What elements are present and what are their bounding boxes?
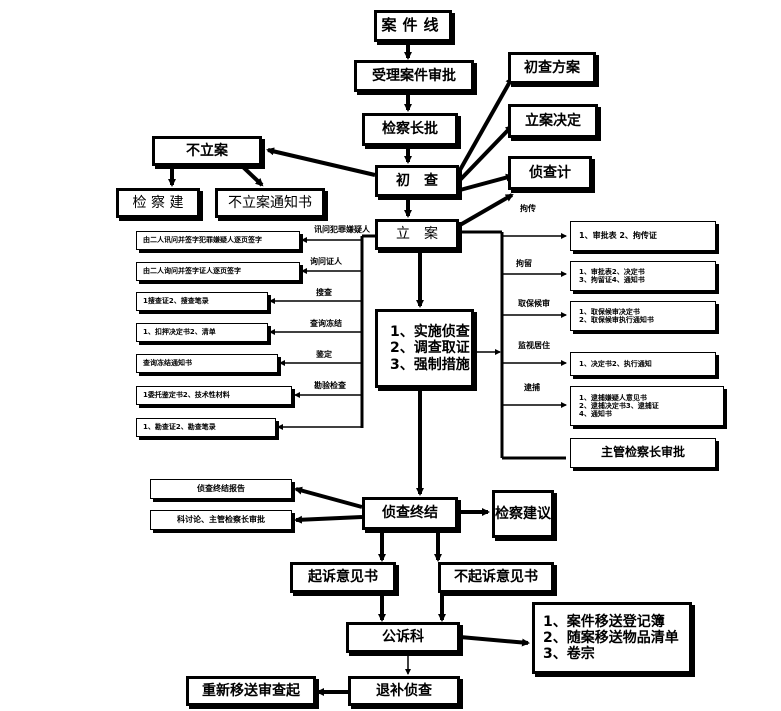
right-doc-line: 1、审批表2、决定书: [579, 267, 645, 276]
left-doc-box: 由二人讯问并签字犯罪嫌疑人逐页签字: [136, 231, 300, 250]
arrow-label: 勘验检查: [314, 381, 346, 390]
preliminary-plan-box: 初查方案: [508, 52, 596, 84]
left-doc-box: 由二人询问并签字证人逐页签字: [136, 262, 300, 281]
retransfer-box: 重新移送审查起: [186, 676, 316, 706]
implement-line: 1、实施侦查: [390, 324, 470, 341]
end-investigation-box: 侦查终结: [362, 497, 458, 530]
implement-line: 2、调查取证: [390, 340, 470, 357]
right-doc-line: 1、决定书2、执行通知: [579, 359, 652, 368]
supplementary-box: 退补侦查: [348, 676, 460, 706]
right-doc-box: 1、审批表 2、拘传证: [570, 221, 716, 251]
not-file-notice-box: 不立案通知书: [215, 188, 325, 218]
investigation-report-box: 侦查终结报告: [150, 479, 292, 499]
arrow-label: 取保候审: [518, 299, 550, 308]
arrow-label: 拘留: [516, 259, 532, 268]
procuratorial-suggestion-box: 检 察 建: [116, 188, 200, 218]
transfer-line: 3、卷宗: [543, 646, 595, 663]
arrow-label: 讯问犯罪嫌疑人: [314, 225, 370, 234]
left-doc-box: 1、扣押决定书2、清单: [136, 323, 268, 342]
arrow-label: 鉴定: [316, 350, 332, 359]
arrow-label: 搜查: [316, 288, 332, 297]
right-doc-line: 1、审批表 2、拘传证: [579, 231, 657, 241]
right-doc-line: 2、取保候审执行通知书: [579, 316, 654, 324]
arrow-label: 拘传: [520, 204, 536, 213]
left-doc-box: 查询冻结通知书: [136, 354, 278, 373]
right-doc-line: 1、取保候审决定书: [579, 307, 640, 316]
filing-decision-box: 立案决定: [508, 104, 598, 138]
right-doc-box: 1、取保候审决定书 2、取保候审执行通知书: [570, 301, 716, 331]
chief-approve-box: 检察长批: [362, 113, 458, 146]
transfer-line: 2、随案移送物品清单: [543, 629, 679, 646]
prosecution-opinion-box: 起诉意见书: [290, 562, 396, 593]
file-case-box: 立 案: [375, 219, 459, 250]
preliminary-box: 初 查: [375, 165, 459, 197]
right-doc-line: 1、逮捕嫌疑人意见书: [579, 393, 647, 402]
accept-approve-box: 受理案件审批: [354, 60, 474, 92]
public-prosecution-box: 公诉科: [346, 622, 460, 653]
arrow-label: 询问证人: [310, 257, 342, 266]
left-doc-box: 1、勘查证2、勘查笔录: [136, 418, 276, 437]
implement-line: 3、强制措施: [390, 356, 470, 373]
left-doc-box: 1委托鉴定书2、技术性材料: [136, 386, 292, 405]
right-doc-box: 1、审批表2、决定书 3、拘留证4、通知书: [570, 261, 716, 291]
left-doc-box: 1搜查证2、搜查笔录: [136, 292, 268, 311]
right-doc-box: 1、逮捕嫌疑人意见书 2、逮捕决定书3、逮捕证 4、通知书: [570, 386, 724, 426]
right-doc-line: 3、拘留证4、通知书: [579, 276, 645, 284]
arrow-label: 监视居住: [518, 341, 550, 350]
chief-approval-box: 主管检察长审批: [570, 438, 716, 468]
arrow-label: 逮捕: [524, 383, 540, 392]
non-prosecution-opinion-box: 不起诉意见书: [438, 562, 554, 593]
arrow-label: 查询冻结: [310, 319, 342, 328]
not-file-box: 不立案: [152, 136, 262, 166]
transfer-line: 1、案件移送登记簿: [543, 613, 665, 630]
implement-box: 1、实施侦查 2、调查取证 3、强制措施: [375, 309, 474, 388]
right-doc-line: 4、通知书: [579, 410, 612, 419]
transfer-list-box: 1、案件移送登记簿 2、随案移送物品清单 3、卷宗: [532, 602, 692, 674]
right-doc-box: 1、决定书2、执行通知: [570, 352, 716, 376]
case-line-box: 案件线: [374, 10, 452, 42]
right-doc-line: 2、逮捕决定书3、逮捕证: [579, 401, 659, 410]
procuratorial-suggestion2-box: 检察建议: [492, 490, 554, 538]
investigation-plan-box: 侦查计: [508, 156, 592, 190]
discussion-approve-box: 科讨论、主管检察长审批: [150, 510, 292, 530]
